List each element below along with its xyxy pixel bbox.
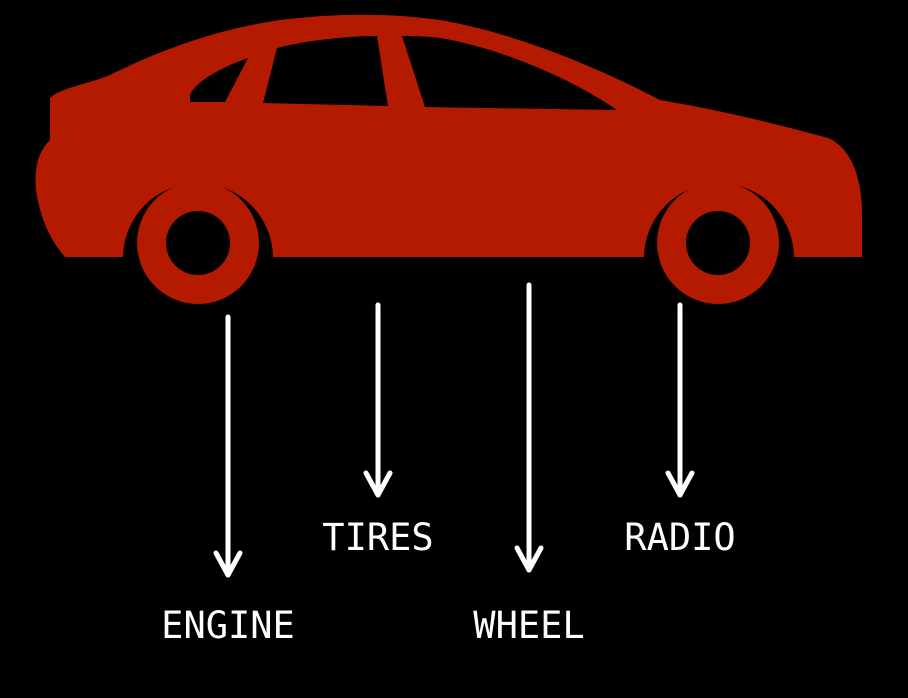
arrow-wheel bbox=[514, 282, 544, 573]
label-engine: ENGINE bbox=[161, 604, 295, 647]
rear-wheel-hub bbox=[166, 211, 230, 275]
label-radio: RADIO bbox=[624, 516, 736, 559]
car-body bbox=[35, 14, 862, 258]
car-rear-quarter-window bbox=[190, 58, 248, 102]
arrow-engine bbox=[213, 314, 243, 578]
label-tires: TIRES bbox=[322, 516, 434, 559]
arrow-radio bbox=[665, 302, 695, 498]
car-silhouette-icon bbox=[35, 14, 862, 304]
car-rear-window bbox=[263, 36, 388, 106]
arrow-tires bbox=[363, 302, 393, 498]
front-wheel-hub bbox=[686, 211, 750, 275]
label-wheel: WHEEL bbox=[473, 604, 585, 647]
car-front-window bbox=[402, 36, 617, 110]
